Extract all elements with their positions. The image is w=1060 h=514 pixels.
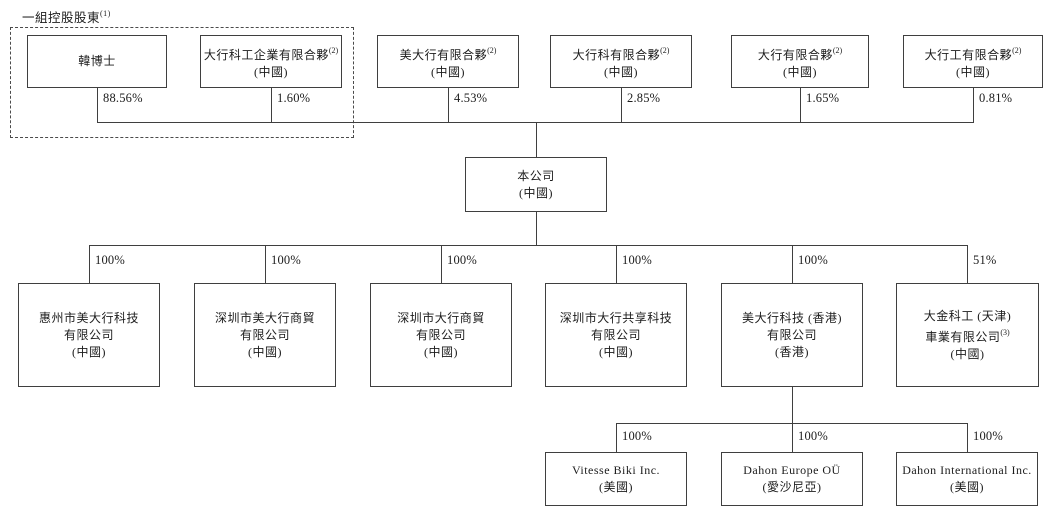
entity-name: 深圳市大行商貿 bbox=[397, 310, 485, 325]
shareholder-box-dahon-ke-lp: 大行科有限合夥(2) (中國) bbox=[550, 35, 692, 88]
connector-line bbox=[616, 245, 617, 283]
connector-line bbox=[792, 423, 793, 452]
ownership-pct: 100% bbox=[622, 253, 652, 267]
connector-line bbox=[89, 245, 968, 246]
entity-name: Dahon International Inc. bbox=[902, 463, 1032, 477]
ownership-pct: 100% bbox=[973, 429, 1003, 443]
entity-name: 有限公司 bbox=[415, 327, 466, 342]
ownership-pct: 1.60% bbox=[277, 91, 311, 105]
connector-line bbox=[271, 88, 272, 123]
overseas-box-vitesse-biki: Vitesse Biki Inc. (美國) bbox=[545, 452, 687, 506]
connector-line bbox=[536, 212, 537, 246]
entity-country: (美國) bbox=[950, 480, 984, 494]
entity-country: (中國) bbox=[248, 344, 282, 359]
ownership-pct: 51% bbox=[973, 253, 997, 267]
entity-name: 美大行有限合夥(2) bbox=[399, 45, 497, 62]
entity-name: 韓博士 bbox=[78, 54, 116, 68]
overseas-box-dahon-europe: Dahon Europe OÜ (愛沙尼亞) bbox=[721, 452, 863, 506]
entity-name: Dahon Europe OÜ bbox=[743, 463, 841, 477]
entity-name: 美大行科技 (香港) bbox=[742, 310, 842, 325]
footnote-marker-3: (3) bbox=[1000, 327, 1010, 337]
entity-name: 本公司 bbox=[517, 168, 555, 183]
connector-line bbox=[792, 387, 793, 424]
footnote-marker-2: (2) bbox=[832, 45, 843, 55]
entity-country: (中國) bbox=[950, 346, 985, 361]
entity-name: 有限公司 bbox=[239, 327, 290, 342]
entity-name: 有限公司 bbox=[590, 327, 641, 342]
subsidiary-box-shenzhen-dahon-trading: 深圳市大行商貿 有限公司 (中國) bbox=[370, 283, 512, 387]
subsidiary-box-huizhou-mei-dahon-tech: 惠州市美大行科技 有限公司 (中國) bbox=[18, 283, 160, 387]
ownership-pct: 100% bbox=[798, 429, 828, 443]
shareholder-box-mei-dahon-lp: 美大行有限合夥(2) (中國) bbox=[377, 35, 519, 88]
connector-line bbox=[536, 122, 537, 157]
entity-country: (愛沙尼亞) bbox=[762, 480, 822, 494]
shareholder-box-dahon-tech-enterprise-lp: 大行科工企業有限合夥(2) (中國) bbox=[200, 35, 342, 88]
ownership-pct: 100% bbox=[271, 253, 301, 267]
entity-country: (香港) bbox=[775, 344, 809, 359]
entity-name: 惠州市美大行科技 bbox=[38, 310, 139, 325]
footnote-marker-2: (2) bbox=[1012, 45, 1022, 55]
connector-line bbox=[89, 245, 90, 283]
ownership-pct: 4.53% bbox=[454, 91, 488, 105]
connector-line bbox=[97, 88, 98, 123]
entity-country: (中國) bbox=[431, 64, 465, 79]
connector-line bbox=[441, 245, 442, 283]
entity-country: (中國) bbox=[519, 185, 553, 200]
ownership-pct: 88.56% bbox=[103, 91, 143, 105]
entity-country: (中國) bbox=[604, 64, 638, 79]
entity-name: 深圳市美大行商貿 bbox=[214, 310, 315, 325]
controlling-shareholders-label: 一組控股股東(1) bbox=[22, 7, 111, 26]
entity-country: (中國) bbox=[956, 64, 990, 79]
connector-line bbox=[621, 88, 622, 123]
ownership-pct: 100% bbox=[95, 253, 125, 267]
subsidiary-box-shenzhen-mei-dahon-trading: 深圳市美大行商貿 有限公司 (中國) bbox=[194, 283, 336, 387]
entity-name: 大金科工 (天津) bbox=[923, 308, 1012, 323]
footnote-marker-2: (2) bbox=[660, 45, 670, 55]
connector-line bbox=[973, 88, 974, 123]
ownership-pct: 100% bbox=[622, 429, 652, 443]
company-box: 本公司 (中國) bbox=[465, 157, 607, 212]
overseas-box-dahon-international: Dahon International Inc. (美國) bbox=[896, 452, 1038, 506]
entity-name: 大行工有限合夥(2) bbox=[924, 45, 1022, 62]
subsidiary-box-mei-dahon-tech-hk: 美大行科技 (香港) 有限公司 (香港) bbox=[721, 283, 863, 387]
shareholder-box-dahon-gong-lp: 大行工有限合夥(2) (中國) bbox=[903, 35, 1043, 88]
entity-name: 有限公司 bbox=[766, 327, 817, 342]
subsidiary-box-dajin-keqong-tianjin: 大金科工 (天津) 車業有限公司(3) (中國) bbox=[896, 283, 1039, 387]
entity-country: (美國) bbox=[599, 480, 633, 494]
controlling-shareholders-text: 一組控股股東 bbox=[22, 11, 101, 25]
ownership-pct: 100% bbox=[447, 253, 477, 267]
entity-country: (中國) bbox=[254, 64, 288, 79]
shareholder-box-dahon-lp: 大行有限合夥(2) (中國) bbox=[731, 35, 869, 88]
entity-name: 深圳市大行共享科技 bbox=[559, 310, 673, 325]
ownership-pct: 100% bbox=[798, 253, 828, 267]
entity-name: 大行科工企業有限合夥(2) bbox=[203, 45, 339, 62]
footnote-marker-1: (1) bbox=[100, 8, 111, 18]
ownership-pct: 0.81% bbox=[979, 91, 1013, 105]
entity-country: (中國) bbox=[599, 344, 633, 359]
connector-line bbox=[265, 245, 266, 283]
shareholder-box-dr-han: 韓博士 bbox=[27, 35, 167, 88]
entity-name: 有限公司 bbox=[63, 327, 114, 342]
connector-line bbox=[97, 122, 974, 123]
entity-name: Vitesse Biki Inc. bbox=[571, 463, 661, 477]
controlling-group-dashed-border bbox=[10, 27, 354, 138]
connector-line bbox=[800, 88, 801, 123]
entity-name: 大行有限合夥(2) bbox=[757, 45, 843, 62]
connector-line bbox=[967, 423, 968, 452]
footnote-marker-2: (2) bbox=[328, 45, 339, 55]
ownership-pct: 2.85% bbox=[627, 91, 661, 105]
footnote-marker-2: (2) bbox=[487, 45, 497, 55]
subsidiary-box-shenzhen-dahon-sharing-tech: 深圳市大行共享科技 有限公司 (中國) bbox=[545, 283, 687, 387]
connector-line bbox=[616, 423, 617, 452]
entity-name: 大行科有限合夥(2) bbox=[572, 45, 670, 62]
entity-country: (中國) bbox=[424, 344, 458, 359]
entity-country: (中國) bbox=[72, 344, 106, 359]
entity-name: 車業有限公司(3) bbox=[925, 327, 1010, 344]
entity-country: (中國) bbox=[783, 64, 817, 79]
connector-line bbox=[792, 245, 793, 283]
connector-line bbox=[448, 88, 449, 123]
ownership-pct: 1.65% bbox=[806, 91, 840, 105]
connector-line bbox=[967, 245, 968, 283]
